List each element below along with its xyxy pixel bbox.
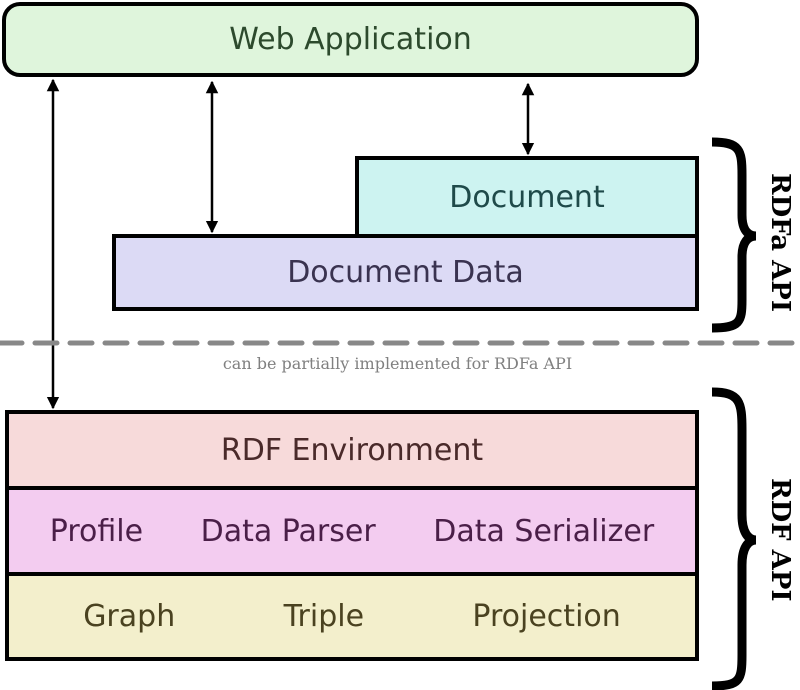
rdf-api-label: RDF API [765, 478, 795, 602]
projection-label: Projection [472, 599, 621, 634]
web-application-label: Web Application [229, 22, 472, 57]
document-box: Document [355, 156, 699, 238]
document-data-box: Document Data [112, 234, 699, 311]
web-application-box: Web Application [2, 2, 699, 77]
data-serializer-label: Data Serializer [433, 513, 655, 549]
rdf-brace [711, 387, 757, 690]
graph-label: Graph [83, 599, 176, 634]
graph-row: Graph Triple Projection [5, 572, 699, 661]
document-label: Document [449, 179, 605, 215]
document-data-label: Document Data [287, 255, 524, 290]
parser-row: Profile Data Parser Data Serializer [5, 486, 699, 576]
rdf-environment-box: RDF Environment [5, 410, 699, 490]
rdfa-brace [711, 137, 757, 333]
data-parser-label: Data Parser [200, 513, 376, 549]
rdfa-api-label: RDFa API [765, 173, 795, 312]
separator-caption: can be partially implemented for RDFa AP… [222, 354, 573, 373]
triple-label: Triple [283, 599, 365, 634]
profile-label: Profile [49, 513, 144, 549]
rdf-environment-label: RDF Environment [220, 432, 484, 468]
